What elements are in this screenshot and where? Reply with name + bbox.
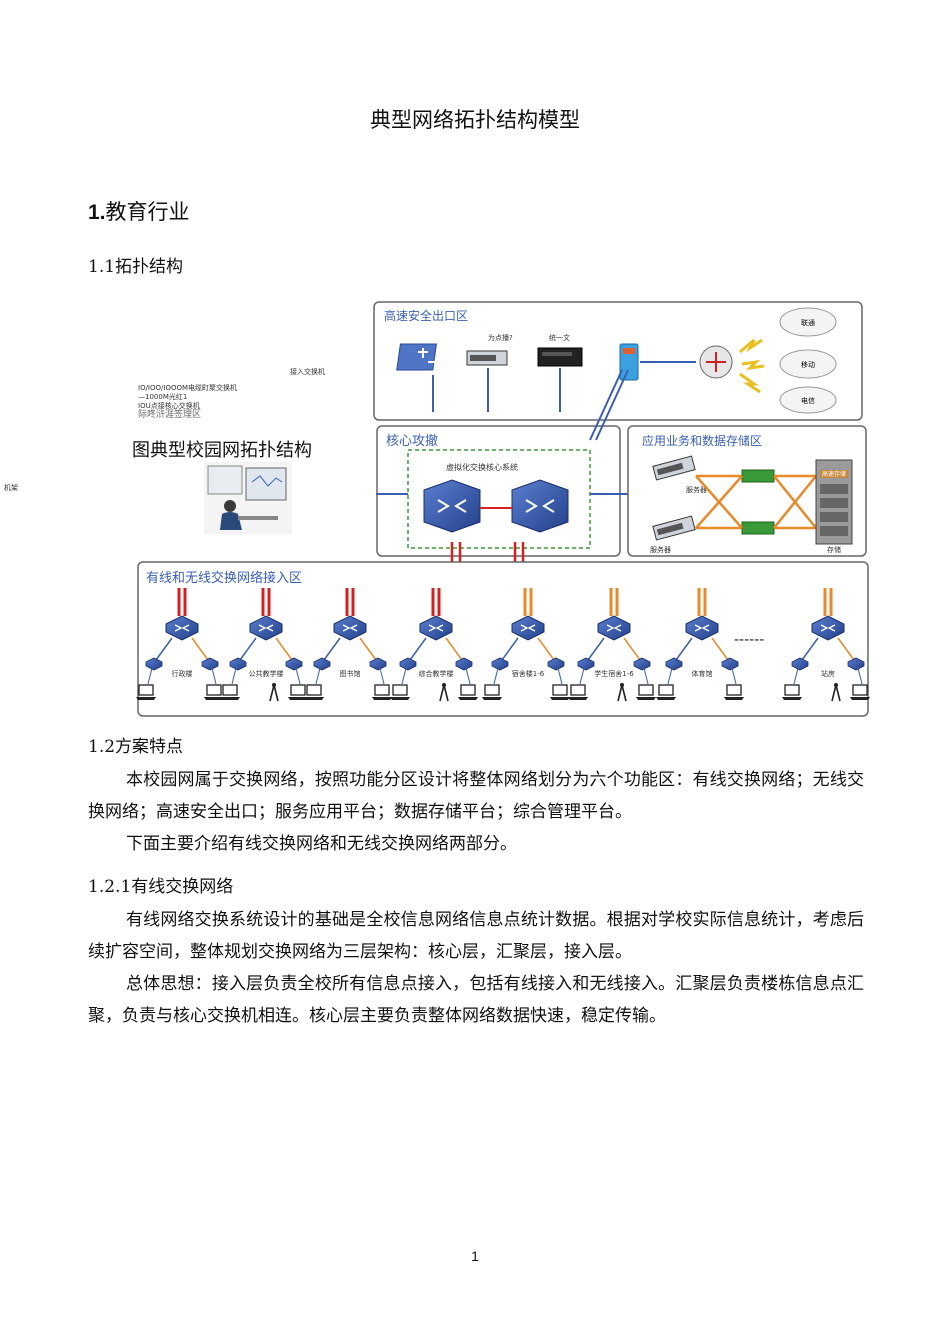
section-heading-1: 1.教育行业 [88,196,190,226]
zone-exit-label: 高速安全出口区 [384,308,468,323]
zone-access-label: 有线和无线交换网络接入区 [146,570,302,586]
more-dots: ------ [734,632,764,648]
app-label-server2: 服务器 [650,545,671,554]
zone-app-label: 应用业务和数据存储区 [642,433,762,448]
page-number: 1 [0,1248,950,1264]
building-label: 站房 [821,669,835,678]
cloud-label: 移动 [801,360,815,369]
pc-icon [136,685,156,700]
cloud-telecom-icon: 电信 [780,387,836,413]
core-switch-1-icon [424,480,480,532]
pc-icon [482,685,502,700]
cloud-label: 联通 [801,318,815,327]
overlay-legend-line4: 际咚浒涯签理区 [138,411,268,420]
section-number: 1. [88,201,106,224]
pc-icon [220,685,240,700]
admin-workstation-icon [204,462,292,534]
app-label-storage: 存储 [827,545,841,554]
building-label: 公共教学楼 [249,669,284,678]
network-topology-figure: 高速安全出口区 为点播? 统一文 联通 移动 电信 [0,290,950,730]
pc-icon [390,685,410,700]
building-label: 综合教学楼 [419,669,454,678]
pc-icon [458,685,478,700]
cloud-unicom-icon: 联通 [780,308,836,336]
cloud-mobile-icon: 移动 [780,350,836,378]
paragraph-1: 本校园网属于交换网络，按照功能分区设计将整体网络划分为六个功能区：有线交换网络；… [88,764,864,828]
section-label: 教育行业 [106,200,190,224]
exit-label-vod: 为点播? [488,333,513,342]
app-label-fast-storage: 高速存储 [822,470,846,478]
paragraph-3: 有线网络交换系统设计的基础是全校信息网络信息点统计数据。根据对学校实际信息统计，… [88,904,864,968]
building-label: 图书馆 [340,669,361,678]
pc-icon [372,685,392,700]
pc-icon [724,685,744,700]
overlay-access-switch: 接入交换机 [290,368,325,377]
zone-high-speed-exit: 高速安全出口区 为点播? 统一文 联通 移动 电信 [374,302,862,420]
paragraph-2: 下面主要介绍有线交换网络和无线交换网络两部分。 [88,828,864,860]
section-heading-1-1: 1.1拓扑结构 [88,252,183,277]
overlay-legend-line2: —1000M光红1 [138,393,268,402]
section-heading-1-2-1: 1.2.1有线交换网络 [88,872,233,897]
cloud-label: 电信 [801,396,815,405]
building-label: 宿舍楼1-6 [512,669,545,678]
pc-icon [656,685,676,700]
figure-caption: 图典型校园网拓扑结构 [132,436,312,462]
overlay-rack: 机架 [4,484,18,493]
pc-icon [850,685,870,700]
pc-icon [568,685,588,700]
doc-title: 典型网络拓扑结构模型 [0,104,950,134]
section-heading-1-2: 1.2方案特点 [88,732,183,757]
core-switch-2-icon [512,480,568,532]
overlay-legend-line1: IO/IOO/IOOOM电缆町聚交换机 [138,384,268,393]
zone-access: 有线和无线交换网络接入区 ------ 行政楼 公共教学楼 图书馆 综合教学楼 宿舍楼1… [136,562,870,716]
pc-icon [304,685,324,700]
overlay-legend: IO/IOO/IOOOM电缆町聚交换机 —1000M光红1 IOU点接核心交换机… [138,384,268,420]
zone-core-label: 核心攻撤 [386,433,438,449]
pc-icon [550,685,570,700]
zone-app-storage: 应用业务和数据存储区 服务器 服务器 高速存储 存储 [628,426,866,556]
building-label: 学生宿舍1-6 [594,669,634,678]
pc-icon [636,685,656,700]
paragraph-4: 总体思想：接入层负责全校所有信息点接入，包括有线接入和无线接入。汇聚层负责楼栋信… [88,968,864,1032]
exit-label-file: 统一文 [549,333,570,342]
pc-icon [782,685,802,700]
zone-core-sub: 虚拟化交换核心系统 [446,462,518,472]
building-label: 体育馆 [692,669,713,678]
building-label: 行政楼 [172,669,193,678]
